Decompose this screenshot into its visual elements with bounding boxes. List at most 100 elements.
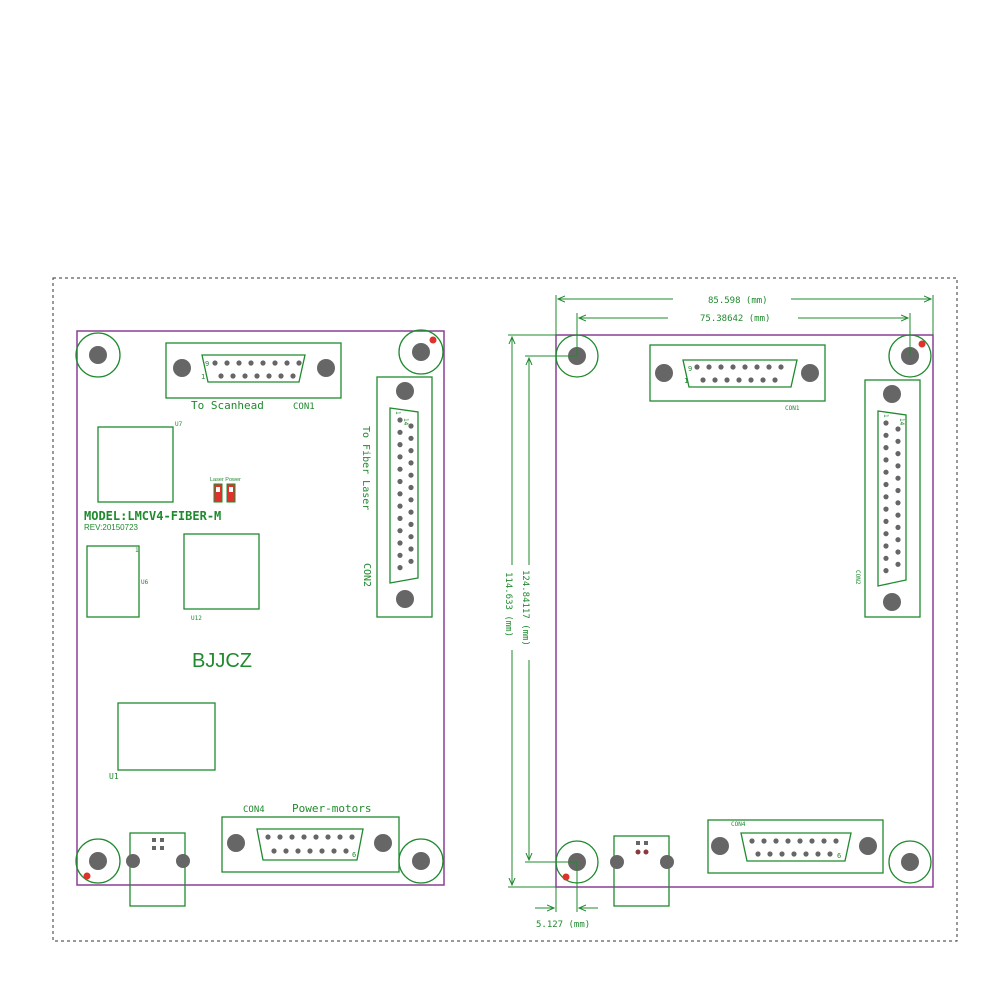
right-usb-connector bbox=[610, 835, 674, 907]
connector-pin bbox=[236, 360, 242, 366]
dim-hole-height-text: 114.633 (mm) bbox=[503, 572, 513, 637]
left-con4-caption: Power-motors bbox=[292, 802, 371, 815]
connector-pin bbox=[895, 512, 901, 518]
connector-pin bbox=[408, 534, 414, 540]
connector-pin bbox=[803, 851, 809, 857]
connector-pin bbox=[895, 561, 901, 567]
right-con1-label: CON1 bbox=[785, 405, 800, 412]
connector-pin bbox=[283, 848, 289, 854]
connector-pin bbox=[883, 531, 889, 537]
connector-pin bbox=[397, 454, 403, 460]
connector-pin bbox=[343, 848, 349, 854]
left-con4-label: CON4 bbox=[243, 805, 265, 815]
right-con2-pin-14: 14 bbox=[898, 418, 905, 426]
connector-pin bbox=[724, 377, 730, 383]
connector-pin bbox=[296, 360, 302, 366]
connector-pin bbox=[760, 377, 766, 383]
right-con4-connector: 6 CON4 bbox=[707, 819, 884, 874]
left-led-pair: Laser Power bbox=[210, 477, 241, 503]
connector-pin bbox=[895, 524, 901, 531]
connector-pin bbox=[408, 497, 414, 503]
connector-pin bbox=[749, 838, 755, 844]
connector-pin bbox=[319, 848, 325, 854]
connector-pin bbox=[271, 848, 277, 854]
connector-pin bbox=[397, 503, 403, 509]
connector-pin bbox=[212, 360, 218, 366]
left-marker-dot-bl bbox=[83, 872, 91, 880]
right-con2-connector: 14 1 CON2 bbox=[854, 379, 921, 618]
connector-pin bbox=[706, 364, 712, 370]
connector-pin bbox=[289, 834, 295, 840]
left-mounting-hole-br bbox=[398, 838, 444, 884]
connector-pin bbox=[815, 851, 821, 857]
connector-pin bbox=[778, 364, 784, 370]
connector-pin bbox=[883, 469, 889, 475]
connector-pin bbox=[265, 834, 271, 840]
connector-pin bbox=[791, 851, 797, 857]
connector-pin bbox=[883, 445, 889, 451]
left-mounting-hole-tr bbox=[398, 329, 444, 375]
left-con1-pin-1: 1 bbox=[201, 373, 205, 381]
right-con1-pin-1: 1 bbox=[684, 377, 688, 385]
right-con4-label: CON4 bbox=[731, 821, 746, 828]
connector-pin bbox=[284, 360, 290, 366]
connector-pin bbox=[295, 848, 301, 854]
connector-pin bbox=[761, 838, 767, 844]
dim-hole-offset-text: 5.127 (mm) bbox=[536, 920, 590, 930]
connector-pin bbox=[883, 555, 889, 561]
left-con4-pin-6: 6 bbox=[352, 851, 356, 859]
connector-pin bbox=[218, 373, 224, 379]
left-u1-label: U1 bbox=[109, 772, 119, 781]
right-mounting-hole-br bbox=[888, 840, 932, 884]
connector-pin bbox=[313, 834, 319, 840]
drawing-frame bbox=[52, 277, 958, 942]
connector-pin bbox=[260, 360, 266, 366]
left-u12-chip bbox=[183, 533, 260, 610]
connector-pin bbox=[895, 426, 901, 432]
connector-pin bbox=[833, 838, 839, 844]
left-con2-pin-1: 1 bbox=[394, 411, 401, 415]
connector-pin bbox=[290, 373, 296, 379]
connector-pin bbox=[397, 442, 403, 448]
connector-pin bbox=[254, 373, 260, 379]
connector-pin bbox=[730, 364, 736, 370]
right-con2-label: CON2 bbox=[854, 570, 861, 585]
left-usb-connector bbox=[126, 832, 190, 907]
right-con2-pin-1: 1 bbox=[882, 414, 889, 418]
left-con2-label: CON2 bbox=[361, 563, 372, 587]
dim-overall-width-text: 85.598 (mm) bbox=[708, 296, 768, 306]
dim-overall-height-text: 124.84117 (mm) bbox=[520, 570, 530, 646]
connector-pin bbox=[883, 420, 889, 426]
connector-pin bbox=[712, 377, 718, 383]
connector-pin bbox=[266, 373, 272, 379]
connector-pin bbox=[337, 834, 343, 840]
connector-pin bbox=[397, 565, 403, 571]
left-con2-connector: 14 1 To Fiber Laser CON2 bbox=[360, 376, 433, 618]
connector-pin bbox=[883, 543, 889, 549]
connector-pin bbox=[408, 509, 414, 515]
connector-pin bbox=[307, 848, 313, 854]
connector-pin bbox=[779, 851, 785, 857]
left-marker-dot-tr bbox=[429, 336, 437, 344]
connector-pin bbox=[397, 466, 403, 472]
connector-pin bbox=[767, 851, 773, 857]
connector-pin bbox=[408, 448, 414, 454]
connector-pin bbox=[272, 360, 278, 366]
connector-pin bbox=[772, 377, 778, 383]
left-led-caption: Laser Power bbox=[210, 477, 241, 483]
connector-pin bbox=[349, 834, 355, 840]
left-u7-label: U7 bbox=[175, 421, 183, 428]
connector-pin bbox=[883, 506, 889, 512]
connector-pin bbox=[754, 364, 760, 370]
right-board: 9 1 CON1 14 1 CON2 bbox=[555, 334, 934, 907]
connector-pin bbox=[883, 432, 889, 438]
right-con4-pin-6: 6 bbox=[837, 852, 841, 860]
right-con1-connector: 9 1 CON1 bbox=[649, 344, 826, 412]
connector-pin bbox=[883, 481, 889, 488]
connector-pin bbox=[408, 423, 414, 429]
connector-pin bbox=[397, 528, 403, 534]
connector-pin bbox=[694, 364, 700, 370]
left-u7-chip bbox=[97, 426, 174, 503]
connector-pin bbox=[397, 491, 403, 497]
connector-pin bbox=[242, 373, 248, 379]
